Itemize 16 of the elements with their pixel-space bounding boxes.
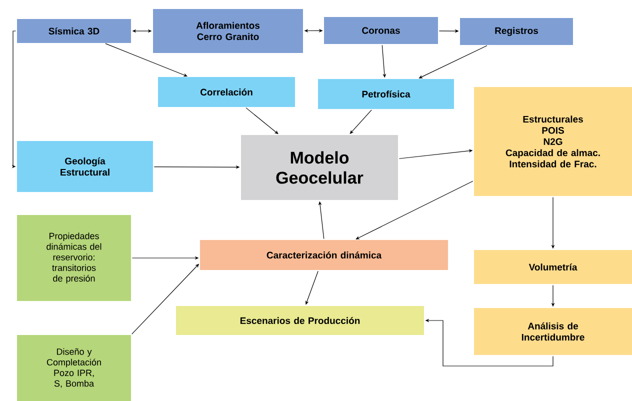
process-box: Análisis de Incertidumbre	[474, 308, 632, 355]
process-box: Volumetría	[474, 250, 632, 284]
arrow	[356, 180, 474, 240]
process-box: Registros	[460, 18, 573, 45]
process-box: Geología Estructural	[17, 141, 153, 192]
process-box: Caracterización dinámica	[200, 240, 448, 270]
process-box: Propiedades dinámicas del reservorio: transitorios de presión	[17, 215, 131, 301]
process-box: Escenarios de Producción	[176, 306, 424, 335]
process-box: Afloramientos Cerro Granito	[153, 9, 303, 53]
process-box: Estructurales POIS N2G Capacidad de almac. Intensidad de Frac.	[474, 87, 632, 196]
process-box: Modelo Geocelular	[241, 135, 398, 200]
process-box: Sísmica 3D	[17, 19, 131, 43]
process-box: Diseño y Completación Pozo IPR, S, Bomba	[17, 335, 131, 401]
process-box: Correlación	[158, 77, 295, 107]
process-box: Coronas	[324, 17, 438, 44]
process-box: Petrofísica	[318, 79, 454, 109]
